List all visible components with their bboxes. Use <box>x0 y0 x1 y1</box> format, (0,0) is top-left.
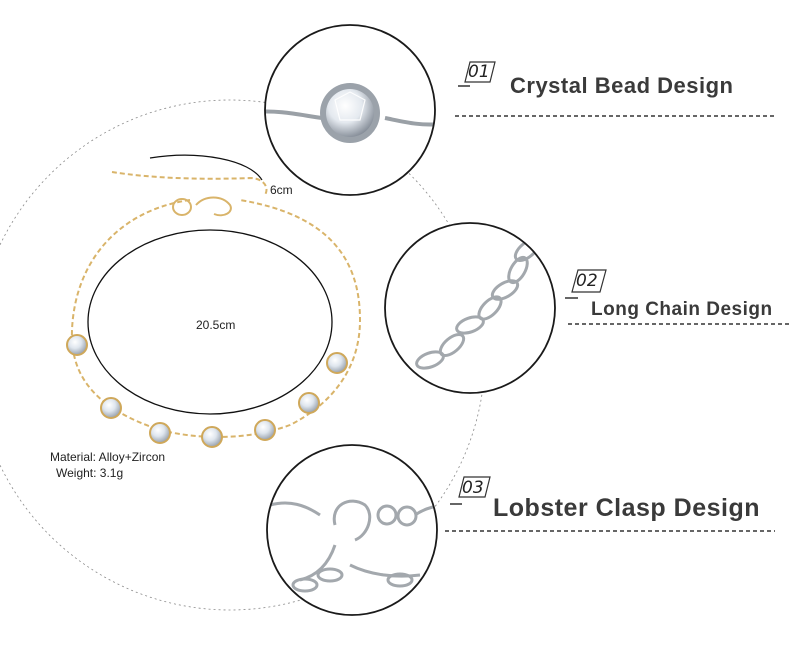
detail-crystal-bead <box>264 24 436 196</box>
number-frame <box>464 61 496 83</box>
extension-arc <box>149 154 263 181</box>
gem-stone <box>298 392 320 414</box>
gem-stone <box>201 426 223 448</box>
feature-number: 02 <box>576 271 598 291</box>
gem-stone <box>100 397 122 419</box>
feature-title: Lobster Clasp Design <box>493 494 760 522</box>
bracelet-gems <box>66 334 348 448</box>
number-frame <box>571 269 607 293</box>
clasp-ring <box>172 198 192 216</box>
feature-decorations <box>445 61 790 532</box>
gem-stone <box>254 419 276 441</box>
extension-length-label: 6cm <box>270 183 293 197</box>
feature-title: Crystal Bead Design <box>510 73 734 98</box>
material-label: Material: Alloy+Zircon <box>50 450 166 464</box>
feature-number: 03 <box>462 478 484 498</box>
detail-long-chain <box>384 222 556 394</box>
gem-stone <box>66 334 88 356</box>
weight-label: Weight: 3.1g <box>56 466 124 480</box>
gem-stone <box>149 422 171 444</box>
number-frame <box>458 476 491 498</box>
feature-number: 01 <box>468 62 490 82</box>
extension-chain <box>111 171 268 196</box>
length-ellipse <box>87 229 333 415</box>
feature-title: Long Chain Design <box>591 299 773 320</box>
bracelet-length-label: 20.5cm <box>196 318 236 332</box>
gem-stone <box>326 352 348 374</box>
detail-lobster-clasp <box>266 444 438 616</box>
lobster-clasp <box>195 196 232 217</box>
